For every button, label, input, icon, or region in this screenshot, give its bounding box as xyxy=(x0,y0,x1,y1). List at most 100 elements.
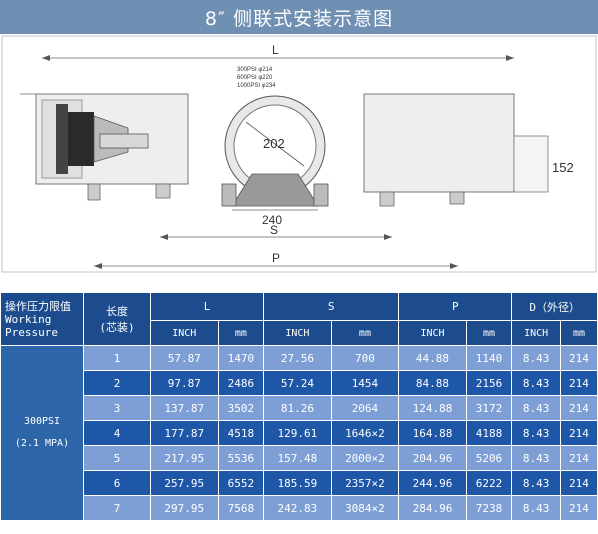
table-row: 5 217.95 5536 157.48 2000×2 204.96 5206 … xyxy=(1,445,598,471)
table-cell: 2 xyxy=(83,370,151,396)
table-cell: 164.88 xyxy=(398,420,467,446)
table-cell: 3084×2 xyxy=(330,495,400,521)
table-row: 2 97.87 2486 57.24 1454 84.88 2156 8.43 … xyxy=(1,370,598,396)
table-cell: 137.87 xyxy=(150,395,219,421)
table-cell: 1 xyxy=(83,345,151,371)
subheader-inch: INCH xyxy=(150,320,219,346)
dimension-label-L: L xyxy=(272,43,279,57)
table-cell: 214 xyxy=(559,420,598,446)
table-cell: 8.43 xyxy=(511,345,561,371)
table-cell: 8.43 xyxy=(511,420,561,446)
note-300psi: 300PSI φ214 xyxy=(237,67,273,73)
table-cell: 57.87 xyxy=(150,345,219,371)
header-pressure: 操作压力限值 Working Pressure xyxy=(0,292,84,346)
right-end-cap: 152 xyxy=(363,93,574,207)
note-1000psi: 1000PSI φ234 xyxy=(237,83,276,89)
table-cell: 1470 xyxy=(217,345,265,371)
table-cell: 1140 xyxy=(465,345,513,371)
table-cell: 242.83 xyxy=(263,495,332,521)
table-row: 4 177.87 4518 129.61 1646×2 164.88 4188 … xyxy=(1,420,598,446)
table-cell: 2486 xyxy=(217,370,265,396)
table-cell: 700 xyxy=(330,345,400,371)
table-row: 6 257.95 6552 185.59 2357×2 244.96 6222 … xyxy=(1,470,598,496)
table-cell: 284.96 xyxy=(398,495,467,521)
table-cell: 81.26 xyxy=(263,395,332,421)
table-cell: 2000×2 xyxy=(330,445,400,471)
table-cell: 3172 xyxy=(465,395,513,421)
table-cell: 129.61 xyxy=(263,420,332,446)
table-cell: 84.88 xyxy=(398,370,467,396)
subheader-inch: INCH xyxy=(263,320,332,346)
table-cell: 214 xyxy=(559,495,598,521)
subheader-mm: mm xyxy=(217,320,265,346)
table-cell: 2064 xyxy=(330,395,400,421)
table-row: 3 137.87 3502 81.26 2064 124.88 3172 8.4… xyxy=(1,395,598,421)
table-cell: 185.59 xyxy=(263,470,332,496)
table-cell: 217.95 xyxy=(150,445,219,471)
table-cell: 44.88 xyxy=(398,345,467,371)
table-cell: 5536 xyxy=(217,445,265,471)
table-row: 300PSI (2.1 MPA) 1 57.87 1470 27.56 700 … xyxy=(0,345,598,521)
table-cell: 8.43 xyxy=(511,470,561,496)
dimension-label-P: P xyxy=(272,251,280,265)
table-cell: 214 xyxy=(559,470,598,496)
table-cell: 4188 xyxy=(465,420,513,446)
table-cell: 4 xyxy=(83,420,151,446)
dimension-label-240: 240 xyxy=(262,213,282,227)
table-cell: 4518 xyxy=(217,420,265,446)
table-cell: 2156 xyxy=(465,370,513,396)
spec-table: 操作压力限值 Working Pressure 长度 (芯装) L S P D（… xyxy=(0,292,598,521)
table-cell: 57.24 xyxy=(263,370,332,396)
note-600psi: 600PSI φ220 xyxy=(237,75,273,81)
table-cell: 214 xyxy=(559,445,598,471)
table-cell: 7 xyxy=(83,495,151,521)
table-cell: 8.43 xyxy=(511,395,561,421)
table-cell: 97.87 xyxy=(150,370,219,396)
table-cell: 5206 xyxy=(465,445,513,471)
left-end-cap xyxy=(20,93,189,201)
installation-diagram: L 202 300PSI φ214 600PSI φ220 1000PSI φ2… xyxy=(1,35,597,273)
header-P: P xyxy=(398,292,513,321)
table-cell: 8.43 xyxy=(511,495,561,521)
table-cell: 2357×2 xyxy=(330,470,400,496)
table-cell: 6222 xyxy=(465,470,513,496)
table-cell: 124.88 xyxy=(398,395,467,421)
subheader-inch: INCH xyxy=(511,320,561,346)
header-L: L xyxy=(149,292,265,321)
table-cell: 257.95 xyxy=(150,470,219,496)
table-cell: 3 xyxy=(83,395,151,421)
subheader-mm: mm xyxy=(465,320,513,346)
pressure-cell: 300PSI (2.1 MPA) xyxy=(0,345,84,521)
table-cell: 204.96 xyxy=(398,445,467,471)
page-title: 8″ 侧联式安装示意图 xyxy=(0,0,598,34)
table-cell: 6 xyxy=(83,470,151,496)
dimension-label-202: 202 xyxy=(263,136,285,151)
table-cell: 214 xyxy=(559,370,598,396)
dimension-label-152: 152 xyxy=(552,160,574,175)
table-cell: 8.43 xyxy=(511,445,561,471)
table-cell: 7568 xyxy=(217,495,265,521)
subheader-mm: mm xyxy=(330,320,400,346)
header-D: D（外径） xyxy=(511,292,598,321)
table-cell: 214 xyxy=(559,395,598,421)
table-cell: 157.48 xyxy=(263,445,332,471)
table-cell: 214 xyxy=(559,345,598,371)
table-cell: 8.43 xyxy=(511,370,561,396)
table-cell: 7238 xyxy=(465,495,513,521)
table-cell: 244.96 xyxy=(398,470,467,496)
table-cell: 177.87 xyxy=(150,420,219,446)
table-cell: 5 xyxy=(83,445,151,471)
header-S: S xyxy=(263,292,400,321)
table-cell: 1646×2 xyxy=(330,420,400,446)
table-cell: 27.56 xyxy=(263,345,332,371)
pipe-cross-section: 202 300PSI φ214 600PSI φ220 1000PSI φ234 xyxy=(221,67,329,207)
subheader-inch: INCH xyxy=(398,320,467,346)
header-length: 长度 (芯装) xyxy=(83,292,151,346)
subheader-mm: mm xyxy=(559,320,598,346)
dimension-label-S: S xyxy=(270,223,278,237)
table-cell: 3502 xyxy=(217,395,265,421)
table-row: 7 297.95 7568 242.83 3084×2 284.96 7238 … xyxy=(1,495,598,521)
table-cell: 1454 xyxy=(330,370,400,396)
table-cell: 6552 xyxy=(217,470,265,496)
table-cell: 297.95 xyxy=(150,495,219,521)
